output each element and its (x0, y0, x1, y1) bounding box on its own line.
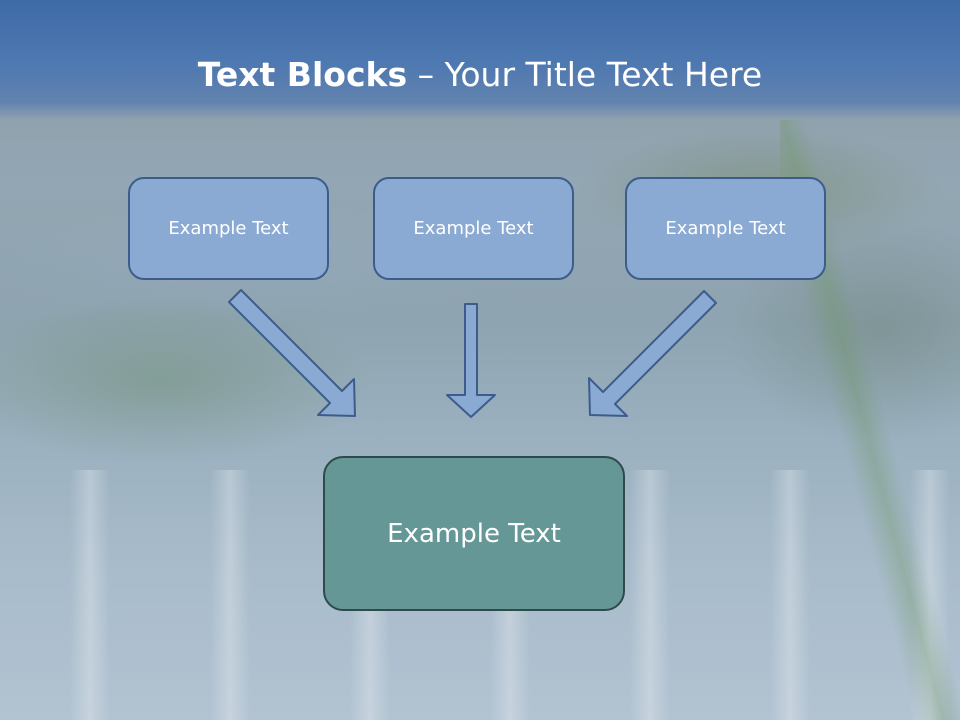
arrow-left (228, 289, 356, 417)
text-block-3[interactable]: Example Text (625, 177, 826, 280)
title-bold: Text Blocks (197, 55, 408, 94)
text-block-3-label: Example Text (665, 218, 786, 239)
text-block-1[interactable]: Example Text (128, 177, 329, 280)
title-bar (0, 0, 960, 120)
title-separator: – (407, 55, 445, 94)
arrow-right (588, 290, 717, 417)
title-rest: Your Title Text Here (444, 55, 763, 94)
text-block-2-label: Example Text (413, 218, 534, 239)
slide-title[interactable]: Text Blocks – Your Title Text Here (0, 54, 960, 96)
arrow-center (446, 303, 496, 418)
target-block-label: Example Text (387, 518, 561, 549)
target-block[interactable]: Example Text (323, 456, 625, 611)
text-block-1-label: Example Text (168, 218, 289, 239)
text-block-2[interactable]: Example Text (373, 177, 574, 280)
